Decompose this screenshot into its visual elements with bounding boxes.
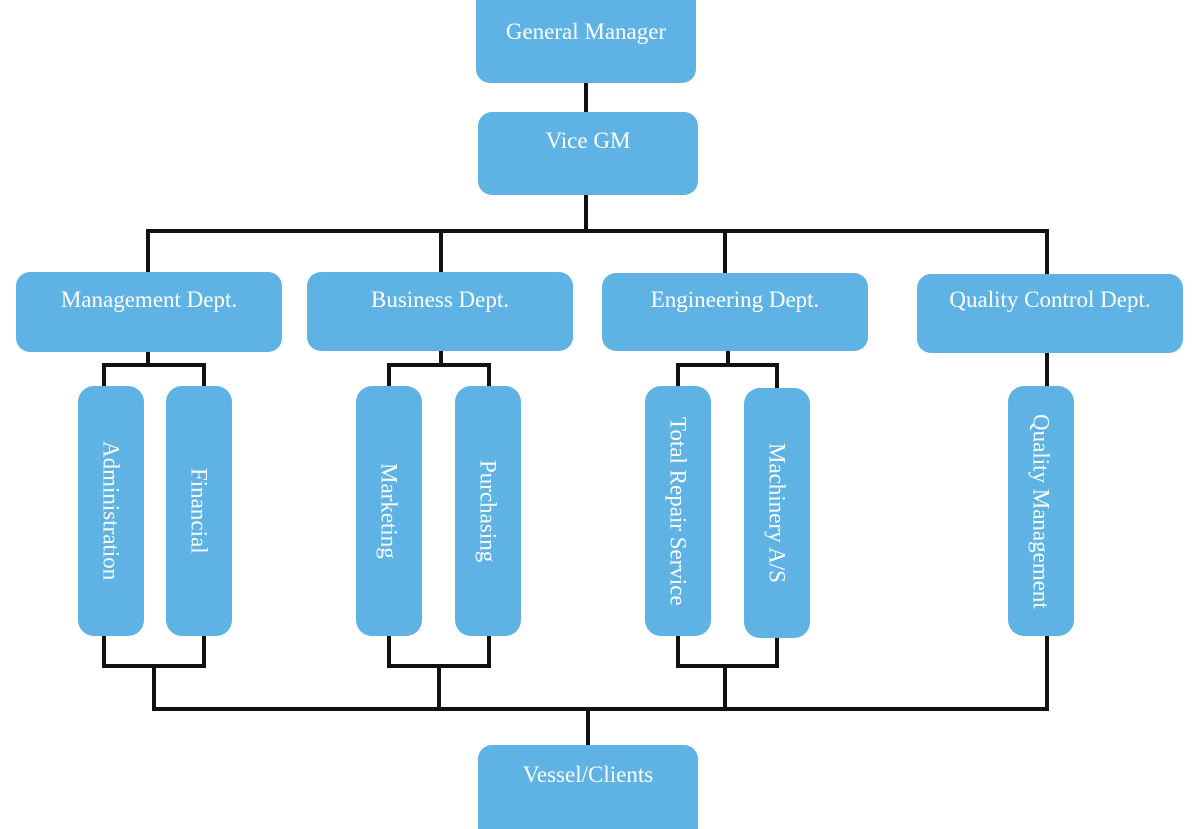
administration-label: Administration [98, 441, 124, 581]
marketing-box: Marketing [356, 386, 422, 636]
management-dept-box: Management Dept. [16, 272, 282, 352]
business-dept-label: Business Dept. [371, 287, 509, 312]
total-repair-service-box: Total Repair Service [645, 386, 711, 636]
purchasing-label: Purchasing [475, 459, 501, 563]
engineering-dept-label: Engineering Dept. [650, 287, 820, 312]
quality-control-dept-box: Quality Control Dept. [917, 274, 1183, 353]
purchasing-box: Purchasing [455, 386, 521, 636]
administration-box: Administration [78, 386, 144, 636]
financial-label: Financial [186, 468, 212, 554]
total-repair-service-label: Total Repair Service [665, 416, 691, 606]
general-manager-label: General Manager [505, 19, 667, 44]
management-dept-label: Management Dept. [60, 287, 238, 312]
machinery-as-label: Machinery A/S [764, 443, 790, 583]
vessel-clients-box: Vessel/Clients [478, 745, 698, 829]
quality-management-label: Quality Management [1028, 413, 1054, 609]
business-dept-box: Business Dept. [307, 272, 573, 351]
financial-box: Financial [166, 386, 232, 636]
vessel-clients-label: Vessel/Clients [522, 762, 654, 787]
vice-gm-box: Vice GM [478, 112, 698, 195]
marketing-label: Marketing [376, 463, 402, 559]
engineering-dept-box: Engineering Dept. [602, 273, 868, 351]
quality-management-box: Quality Management [1008, 386, 1074, 636]
machinery-as-box: Machinery A/S [744, 388, 810, 638]
quality-control-dept-label: Quality Control Dept. [949, 287, 1151, 312]
general-manager-box: General Manager [476, 0, 696, 83]
vice-gm-label: Vice GM [545, 128, 631, 153]
